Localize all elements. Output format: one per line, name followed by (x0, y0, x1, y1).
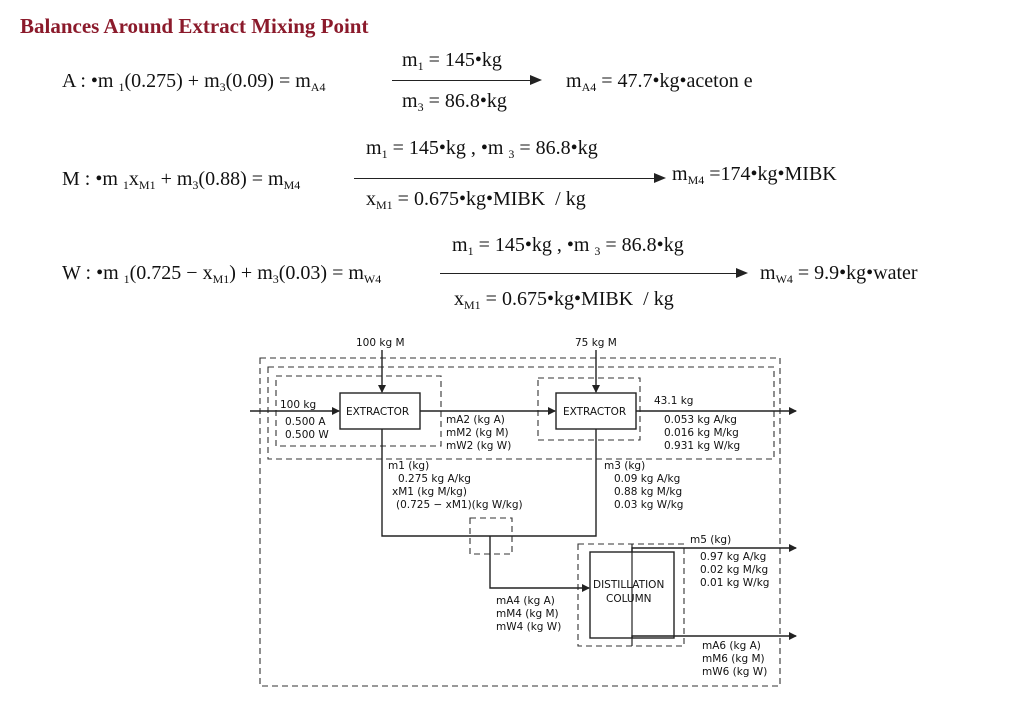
equation-m-label: M : (62, 168, 96, 190)
intermediate-m: mM2 (kg M) (446, 427, 509, 439)
equation-w-given-above: m1 = 145•kg , •m 3 = 86.8•kg (452, 234, 684, 258)
feed-fraction-a: 0.500 A (285, 416, 326, 428)
extractor-1-label: EXTRACTOR (346, 406, 409, 418)
raffinate-fraction-w: 0.931 kg W/kg (664, 440, 740, 452)
feed-fraction-w: 0.500 W (285, 429, 329, 441)
top-product-stream (631, 544, 797, 552)
column-label-line-1: DISTILLATION (593, 579, 664, 591)
bottom-product-a: mA6 (kg A) (702, 640, 761, 652)
top-product-fraction-a: 0.97 kg A/kg (700, 551, 766, 563)
equation-m-given-above: m1 = 145•kg , •m 3 = 86.8•kg (366, 137, 598, 161)
equation-m-arrowhead (654, 173, 666, 183)
mixed-w: mW4 (kg W) (496, 621, 561, 633)
raffinate-fraction-a: 0.053 kg A/kg (664, 414, 737, 426)
extractor-2-label: EXTRACTOR (563, 406, 626, 418)
feed-mass: 100 kg (280, 399, 316, 411)
mixed-m: mM4 (kg M) (496, 608, 559, 620)
equation-w-result: mW4 = 9.9•kg•water (760, 262, 918, 286)
page-title: Balances Around Extract Mixing Point (20, 14, 369, 38)
bottom-product-stream (631, 632, 797, 640)
raffinate-fraction-m: 0.016 kg M/kg (664, 427, 739, 439)
equation-m-result: mM4 =174•kg•MIBK (672, 163, 837, 187)
extract-2-fraction-a: 0.09 kg A/kg (614, 473, 680, 485)
bottom-product-w: mW6 (kg W) (702, 666, 767, 678)
column-boundary (577, 543, 685, 647)
equation-m-lhs: M : •m 1xM1 + m3(0.88) = mM4 (62, 168, 301, 192)
bottom-product-m: mM6 (kg M) (702, 653, 765, 665)
equation-a-result-value: = 47.7•kg•aceton e (601, 70, 753, 92)
extract-2-fraction-w: 0.03 kg W/kg (614, 499, 683, 511)
extract-2-mass: m3 (kg) (604, 460, 645, 472)
top-product-fraction-m: 0.02 kg M/kg (700, 564, 768, 576)
equation-a-result: mA4 = 47.7•kg•aceton e (566, 70, 753, 94)
solvent-feed-2-label: 75 kg M (575, 337, 617, 349)
equation-w-given-below: xM1 = 0.675•kg•MIBK / kg (454, 288, 674, 312)
equation-a-given-above: m1 = 145•kg (402, 49, 502, 73)
solvent-feed-1-label: 100 kg M (356, 337, 405, 349)
equation-m-given-below: xM1 = 0.675•kg•MIBK / kg (366, 188, 586, 212)
equation-a-label: A : (62, 70, 91, 92)
extractors-boundary (267, 366, 775, 460)
equation-w-arrow-line (440, 273, 738, 274)
equation-m-result-value: =174•kg•MIBK (709, 163, 837, 185)
equation-a-arrow-line (392, 80, 532, 81)
top-product-fraction-w: 0.01 kg W/kg (700, 577, 769, 589)
equation-a-given-below: m3 = 86.8•kg (402, 90, 507, 114)
equation-w-result-value: = 9.9•kg•water (797, 262, 918, 284)
extractor-2-boundary (537, 377, 641, 441)
equation-w-label: W : (62, 262, 97, 284)
intermediate-w: mW2 (kg W) (446, 440, 511, 452)
raffinate-mass: 43.1 kg (654, 395, 693, 407)
extract-1-fraction-m: xM1 (kg M/kg) (392, 486, 467, 498)
column-label-line-2: COLUMN (606, 593, 652, 605)
equation-w-lhs: W : •m 1(0.725 − xM1) + m3(0.03) = mW4 (62, 262, 382, 286)
extract-1-mass: m1 (kg) (388, 460, 429, 472)
extract-1-fraction-w: (0.725 − xM1)(kg W/kg) (396, 499, 523, 511)
mixed-a: mA4 (kg A) (496, 595, 555, 607)
extractor-1-box (339, 392, 421, 430)
equation-m-arrow-line (354, 178, 656, 179)
top-product-mass: m5 (kg) (690, 534, 731, 546)
extract-1-stream (381, 429, 490, 537)
overall-boundary (259, 357, 781, 687)
intermediate-a: mA2 (kg A) (446, 414, 505, 426)
equation-a-arrowhead (530, 75, 542, 85)
extract-2-stream (490, 429, 597, 537)
equation-a-lhs: A : •m 1(0.275) + m3(0.09) = mA4 (62, 70, 326, 94)
equation-w-arrowhead (736, 268, 748, 278)
mixed-extract-stream (489, 536, 590, 592)
extract-2-fraction-m: 0.88 kg M/kg (614, 486, 682, 498)
extract-1-fraction-a: 0.275 kg A/kg (398, 473, 471, 485)
